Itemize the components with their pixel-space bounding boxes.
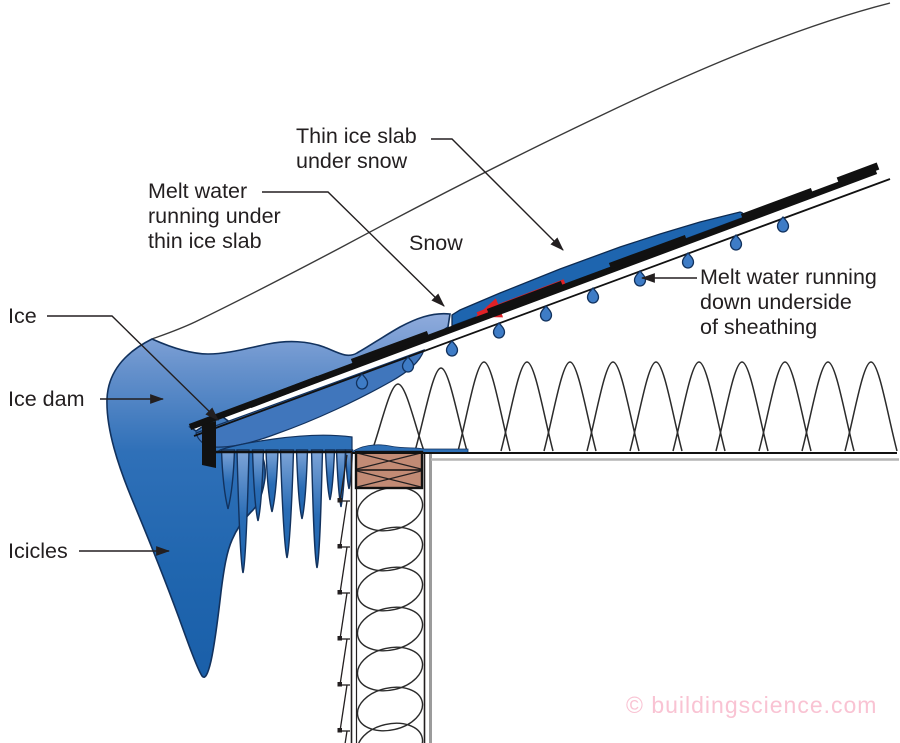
label-ice-dam: Ice dam [8, 387, 85, 411]
label-line: Melt water [148, 179, 248, 203]
thin-ice-slab-leader [431, 138, 564, 251]
label-line: Melt water running [700, 265, 877, 289]
label-icicles: Icicles [8, 539, 68, 563]
soffit-melt-pool [215, 434, 353, 453]
label-melt-water-sheathing: Melt water running down underside of she… [700, 265, 877, 340]
roof-shingles [188, 162, 880, 431]
melt-under-leader [262, 191, 445, 307]
soffit-icicles [220, 449, 354, 574]
snow-surface-line [151, 2, 891, 340]
label-line: running under [148, 204, 281, 228]
ice-leader [47, 315, 219, 421]
label-ice: Ice [8, 304, 37, 328]
leader-lines [47, 138, 697, 556]
fascia-board [202, 421, 216, 468]
label-line: under snow [296, 149, 408, 173]
label-line: Thin ice slab [296, 124, 417, 148]
ice-dam-shape [106, 312, 451, 678]
ceiling-insulation [371, 361, 898, 452]
watermark: © buildingscience.com [626, 692, 878, 718]
roof-sheathing-line [193, 178, 891, 437]
wall-insulation [352, 480, 428, 743]
label-melt-water-under: Melt water running under thin ice slab [148, 179, 281, 254]
wall-section [336, 450, 899, 743]
label-line: thin ice slab [148, 229, 262, 253]
label-line: down underside [700, 290, 852, 314]
top-plates [354, 450, 424, 490]
label-snow: Snow [409, 231, 463, 255]
label-line: of sheathing [700, 315, 818, 339]
siding-planks [336, 454, 351, 743]
label-thin-ice-slab: Thin ice slab under snow [296, 124, 417, 174]
